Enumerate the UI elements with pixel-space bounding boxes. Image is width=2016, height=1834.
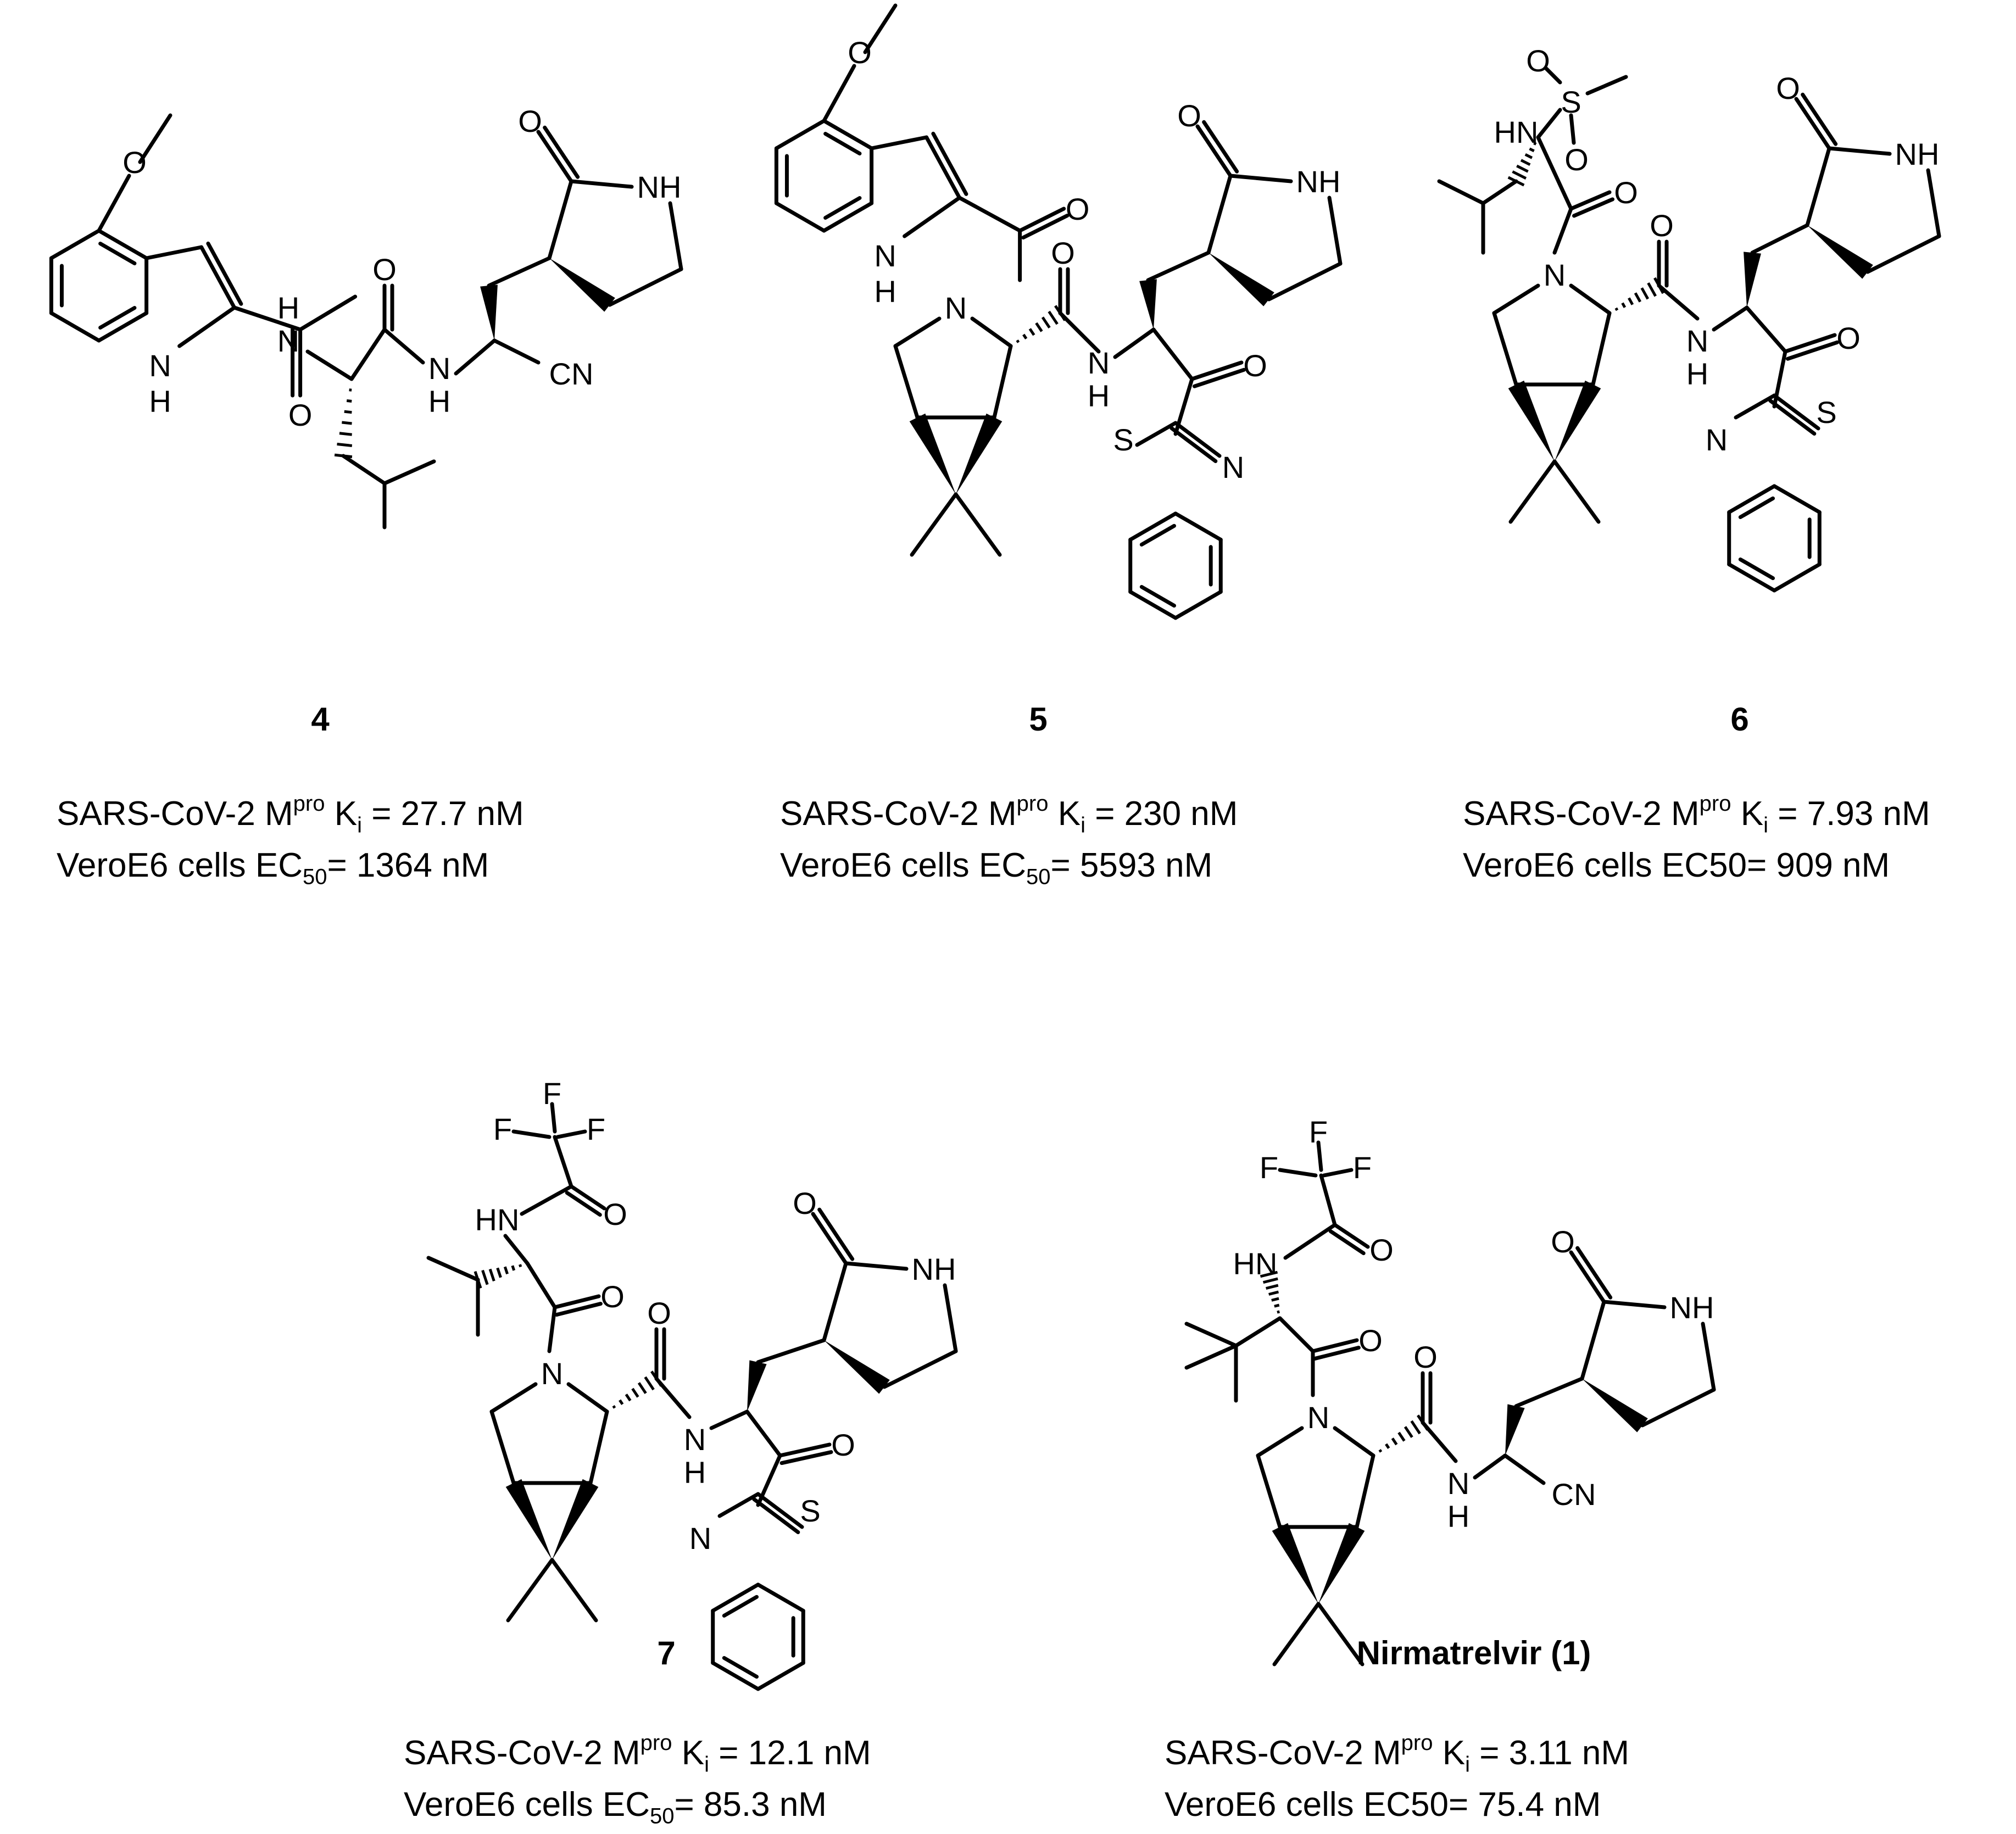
amide-oxygen-2: O — [372, 252, 397, 287]
lactam-oxygen: O — [518, 104, 542, 138]
ketone-oxygen: O — [1243, 348, 1267, 383]
lactam-nh: NH — [637, 170, 682, 204]
amide-n-2: N — [428, 351, 450, 386]
proline-n: N — [1307, 1400, 1329, 1435]
sulfonyl-oxygen-2: O — [1564, 142, 1589, 177]
amide-oxygen-2: O — [1650, 208, 1674, 243]
methoxy-oxygen: O — [848, 35, 872, 70]
fluorine-2: F — [1260, 1150, 1278, 1185]
activity-block-4: SARS-CoV-2 Mpro Ki = 27.7 nM VeroE6 cell… — [57, 788, 524, 891]
amide-n-2: N — [1447, 1466, 1469, 1501]
amide-oxygen-tfa: O — [1369, 1233, 1394, 1267]
amide-hn-tfa: HN — [1233, 1246, 1278, 1281]
amide-oxygen-1: O — [600, 1279, 625, 1314]
ec50-line-6: VeroE6 cells EC50= 909 nM — [1463, 846, 1890, 884]
nitrile: CN — [1552, 1477, 1596, 1512]
activity-block-6: SARS-CoV-2 Mpro Ki = 7.93 nM VeroE6 cell… — [1463, 788, 1930, 891]
lactam-oxygen: O — [1776, 71, 1800, 105]
lactam-oxygen: O — [793, 1186, 817, 1220]
amide-hn-tfa: HN — [475, 1202, 520, 1237]
amide-h-1: H — [277, 291, 299, 325]
amide-n-2: N — [684, 1422, 706, 1457]
amide-n-1: N — [277, 324, 299, 358]
proline-n: N — [945, 291, 967, 325]
indole-h: H — [149, 384, 171, 419]
lactam-nh: NH — [1670, 1290, 1714, 1325]
thiazole-n: N — [689, 1521, 711, 1556]
proline-n: N — [1544, 258, 1566, 292]
amide-h-2: H — [1447, 1499, 1469, 1534]
thiazole-s: S — [800, 1493, 820, 1528]
compound-label-nirmatrelvir: Nirmatrelvir (1) — [1356, 1635, 1591, 1671]
methoxy-oxygen: O — [122, 145, 147, 180]
sulfonyl-oxygen-1: O — [1526, 43, 1550, 78]
indole-n: N — [874, 238, 896, 273]
amide-n-2: N — [1686, 324, 1708, 358]
amide-oxygen-1: O — [1358, 1323, 1383, 1358]
ki-line-nirmatrelvir: SARS-CoV-2 Mpro Ki = 3.11 nM — [1165, 1731, 1630, 1777]
ki-line-6: SARS-CoV-2 Mpro Ki = 7.93 nM — [1463, 791, 1930, 838]
compound-label-7: 7 — [657, 1635, 676, 1671]
amide-oxygen-2: O — [1051, 236, 1075, 270]
fluorine-3: F — [1353, 1150, 1372, 1185]
thiazole-s: S — [1816, 395, 1836, 430]
amide-oxygen-2: O — [647, 1296, 671, 1330]
ki-line-7: SARS-CoV-2 Mpro Ki = 12.1 nM — [404, 1731, 871, 1777]
amide-oxygen-1: O — [1066, 192, 1090, 226]
fluorine-3: F — [587, 1112, 605, 1146]
compound-label-6: 6 — [1730, 701, 1749, 738]
thiazole-s: S — [1113, 422, 1133, 457]
sulfonamide-hn: HN — [1494, 115, 1539, 149]
ec50-line-5: VeroE6 cells EC50= 5593 nM — [780, 846, 1213, 889]
amide-n-2: N — [1088, 345, 1110, 380]
nitrile: CN — [549, 356, 594, 391]
ec50-line-7: VeroE6 cells EC50= 85.3 nM — [404, 1786, 827, 1829]
amide-h-2: H — [1686, 356, 1708, 391]
amide-oxygen-2: O — [1413, 1340, 1438, 1374]
ki-line-4: SARS-CoV-2 Mpro Ki = 27.7 nM — [57, 791, 524, 838]
amide-oxygen-tfa: O — [603, 1197, 627, 1231]
activity-block-5: SARS-CoV-2 Mpro Ki = 230 nM VeroE6 cells… — [780, 788, 1238, 891]
indole-n: N — [149, 348, 171, 383]
amide-oxygen-1: O — [1614, 175, 1638, 210]
lactam-nh: NH — [912, 1252, 956, 1286]
amide-h-2: H — [1088, 378, 1110, 413]
lactam-oxygen: O — [1177, 98, 1201, 133]
thiazole-n: N — [1706, 422, 1728, 457]
activity-block-7: SARS-CoV-2 Mpro Ki = 12.1 nM VeroE6 cell… — [404, 1727, 871, 1831]
ketone-oxygen: O — [831, 1428, 855, 1462]
ki-line-5: SARS-CoV-2 Mpro Ki = 230 nM — [780, 791, 1238, 838]
ketone-oxygen: O — [1836, 321, 1861, 355]
lactam-nh: NH — [1296, 164, 1341, 199]
lactam-nh: NH — [1895, 137, 1940, 171]
activity-block-nirmatrelvir: SARS-CoV-2 Mpro Ki = 3.11 nM VeroE6 cell… — [1165, 1727, 1629, 1831]
ec50-line-4: VeroE6 cells EC50= 1364 nM — [57, 846, 489, 889]
amide-h-2: H — [684, 1455, 706, 1490]
lactam-oxygen: O — [1551, 1224, 1575, 1259]
fluorine-2: F — [493, 1112, 512, 1146]
amide-h-2: H — [428, 384, 450, 419]
amide-oxygen-1: O — [288, 398, 313, 432]
compound-label-5: 5 — [1029, 701, 1048, 738]
thiazole-n: N — [1222, 450, 1244, 484]
compound-label-4: 4 — [311, 701, 330, 738]
indole-h: H — [874, 274, 896, 309]
proline-n: N — [541, 1356, 563, 1391]
ec50-line-nirmatrelvir: VeroE6 cells EC50= 75.4 nM — [1165, 1786, 1601, 1824]
